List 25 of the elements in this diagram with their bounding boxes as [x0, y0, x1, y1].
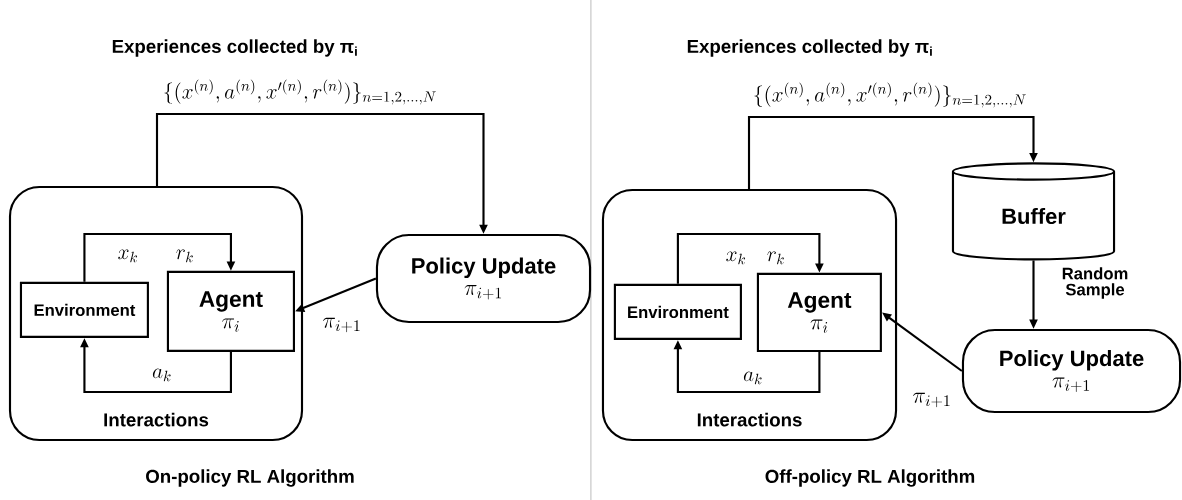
edge-label: $x_{k}$ — [724, 250, 748, 266]
heading-label: Experiences collected by π$_{i}$ — [687, 39, 932, 57]
edge-label: $a_{k}$ — [150, 367, 174, 383]
math-label: $r_{k}$ — [176, 249, 193, 263]
process-box: Agent $\pi_{i}$ — [166, 270, 295, 352]
rounded-box: Policy Update $\pi_{i+1}$ — [375, 233, 592, 324]
process-box: Environment — [19, 281, 149, 338]
math-label: $r_{k}$ — [767, 251, 784, 265]
arrow — [676, 232, 824, 284]
process-box: Environment — [613, 283, 742, 340]
caption-label: Off-policy RL Algorithm — [765, 469, 975, 487]
rounded-box: Policy Update $\pi_{i+1}$ — [961, 328, 1182, 414]
caption-label: On-policy RL Algorithm — [146, 469, 354, 487]
edge-label: $\{(x^{(n)}, a^{(n)}, x'^{(n)}, r^{(n)})\}_{n=1,2,\ldots,N}$ — [751, 81, 1029, 109]
heading-label: Experiences collected by π$_{i}$ — [112, 39, 357, 57]
edge-label: $x_{k}$ — [116, 248, 140, 264]
edge-label: Random Sample — [1053, 265, 1137, 301]
edge-label: $a_{k}$ — [741, 370, 765, 386]
edge-label: $\{(x^{(n)}, a^{(n)}, x'^{(n)}, r^{(n)})\}_{n=1,2,\ldots,N}$ — [161, 78, 439, 106]
arrow — [83, 232, 236, 282]
edge-label: $\pi_{i+1}$ — [321, 316, 363, 334]
edge-label: $\pi_{i+1}$ — [911, 391, 953, 409]
buffer-cylinder: Buffer — [951, 162, 1116, 261]
process-box: Agent $\pi_{i}$ — [756, 272, 882, 353]
arrow — [747, 115, 1038, 189]
